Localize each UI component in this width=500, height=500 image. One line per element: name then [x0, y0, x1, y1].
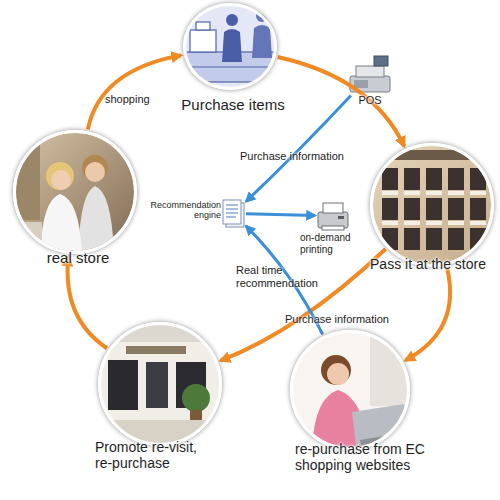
node-label: on-demand printing — [300, 232, 370, 255]
printer-icon — [318, 203, 348, 230]
node-caption: Pass it at the store — [353, 256, 500, 272]
edge-label: Purchase information — [285, 313, 389, 326]
icon-node: POS — [348, 56, 392, 94]
node-caption: re-purchase from EC shopping websites — [295, 441, 430, 473]
real-store-illustration — [10, 128, 140, 258]
node-caption: Purchase items — [153, 96, 313, 113]
icon-node: Recommendation engine — [223, 200, 244, 227]
node-caption: Promote re-visit, re-purchase — [95, 439, 210, 471]
node-label: POS — [348, 94, 392, 107]
node-caption: Recommendation engine — [147, 200, 221, 221]
node-label: Recommendation engine — [147, 200, 221, 221]
node-label: re-purchase from EC shopping websites — [295, 441, 430, 473]
node-caption: real store — [16, 249, 140, 266]
flow-arrow — [88, 55, 181, 129]
flow-arrow — [68, 257, 107, 349]
flow-arrow — [221, 249, 386, 361]
node-caption: POS — [348, 94, 392, 107]
photo-circle-node: real store — [13, 130, 137, 254]
node-label: Promote re-visit, re-purchase — [95, 439, 210, 471]
edge-label: Real time recommendation — [236, 264, 321, 290]
edge-label: Purchase information — [240, 150, 344, 163]
icon-node: on-demand printing — [318, 202, 348, 230]
pos-register-icon — [350, 56, 390, 92]
engine-icon — [223, 200, 244, 227]
node-label: real store — [16, 249, 140, 266]
node-label: Purchase items — [153, 96, 313, 113]
shop-interior-illustration — [96, 320, 226, 450]
node-caption: on-demand printing — [300, 232, 370, 255]
flow-arrow — [278, 57, 405, 146]
photo-circle-node: re-purchase from EC shopping websites — [290, 330, 410, 450]
edge-label: shopping — [105, 93, 150, 106]
photo-circle-node: Promote re-visit, re-purchase — [98, 322, 222, 446]
photo-circle-node: Pass it at the store — [370, 143, 494, 267]
node-label: Pass it at the store — [353, 256, 500, 272]
online-shopper-illustration — [290, 330, 412, 450]
flow-arrow — [246, 214, 315, 216]
flow-arrow — [406, 267, 451, 360]
catalogue-illustration — [368, 140, 498, 270]
photo-circle-node: Purchase items — [183, 3, 277, 90]
purchase-illustration — [170, 0, 290, 95]
